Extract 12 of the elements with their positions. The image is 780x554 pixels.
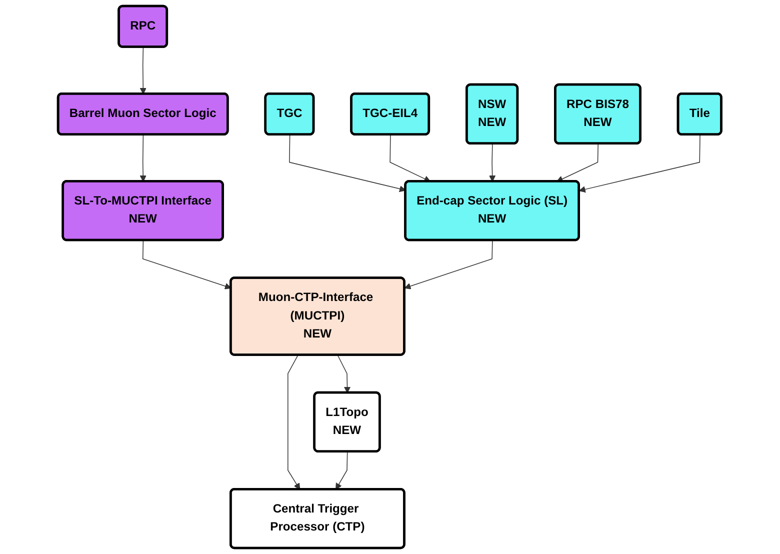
arrow [289,134,406,192]
arrow [489,143,496,182]
arrow [288,354,300,490]
arrow [556,143,599,182]
arrow [404,240,494,290]
arrow [140,46,147,94]
arrow [390,134,431,182]
arrow [579,134,701,193]
arrow [140,134,147,182]
arrow [336,451,348,490]
arrow [338,354,351,394]
arrow [142,240,232,290]
